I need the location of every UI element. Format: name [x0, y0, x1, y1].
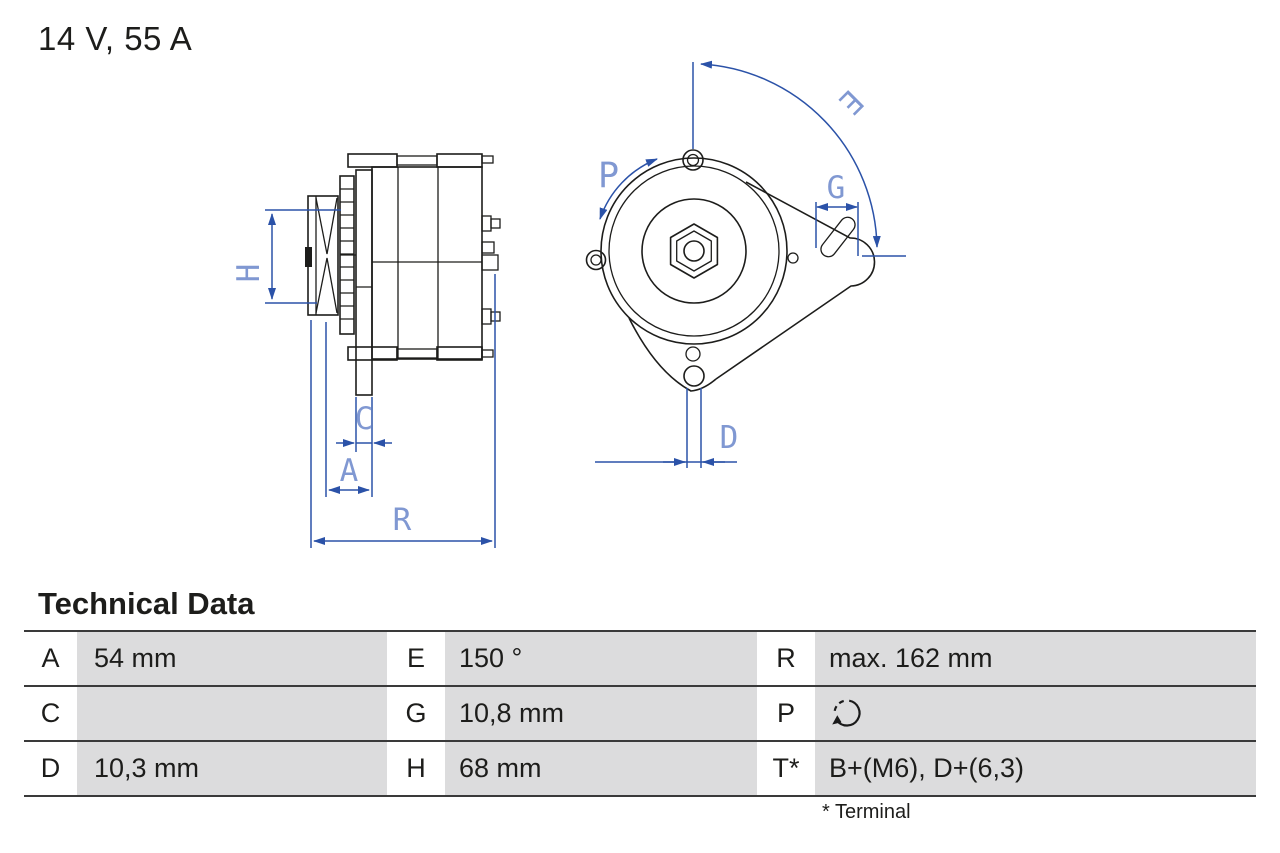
top-lug-hole — [682, 149, 704, 171]
shaft-bore — [683, 240, 705, 262]
alternator-side-view: H C A R — [231, 153, 501, 548]
bottom-mount-hole — [683, 365, 705, 387]
adjusting-bracket — [715, 181, 876, 380]
cell-key-d: D — [24, 742, 77, 795]
housing-outline — [600, 157, 788, 345]
cell-value-t: B+(M6), D+(6,3) — [815, 742, 1256, 795]
dim-label-r: R — [393, 502, 412, 538]
shaft-nut — [669, 223, 719, 279]
technical-data-heading: Technical Data — [38, 586, 255, 621]
cell-value-g: 10,8 mm — [445, 687, 757, 740]
cell-key-e: E — [387, 632, 445, 685]
dim-label-h: H — [231, 264, 267, 283]
technical-drawing: H C A R — [231, 60, 906, 548]
dimension-h: H — [231, 209, 341, 304]
dim-label-p: P — [598, 156, 619, 196]
bottom-mounting-lug — [347, 346, 494, 361]
table-row: A 54 mm E 150 ° R max. 162 mm — [24, 632, 1256, 687]
cell-value-p — [815, 687, 1256, 740]
dimension-c: C — [336, 397, 392, 497]
dimension-a: A — [325, 322, 370, 497]
cell-value-a: 54 mm — [77, 632, 387, 685]
technical-data-table: A 54 mm E 150 ° R max. 162 mm C G 10,8 m… — [24, 630, 1256, 797]
dimension-d: D — [595, 388, 738, 468]
cell-key-p: P — [757, 687, 815, 740]
table-row: C G 10,8 mm P — [24, 687, 1256, 742]
dim-label-a: A — [340, 453, 359, 489]
cell-key-h: H — [387, 742, 445, 795]
left-lug-hole — [585, 249, 607, 271]
cell-key-c: C — [24, 687, 77, 740]
housing-body — [371, 166, 483, 360]
dimension-g: G — [815, 170, 859, 256]
right-hole — [787, 252, 799, 264]
top-mounting-lug — [347, 153, 494, 168]
cell-value-h: 68 mm — [445, 742, 757, 795]
shaft-key — [305, 247, 312, 267]
cell-key-t: T* — [757, 742, 815, 795]
dim-label-c: C — [355, 401, 374, 437]
terminals — [481, 215, 501, 325]
drive-end-bracket — [355, 169, 373, 396]
dim-label-e: E — [831, 82, 870, 121]
cell-value-c — [77, 687, 387, 740]
dim-label-d: D — [720, 420, 739, 456]
bracket-slot — [820, 216, 856, 258]
dimension-r: R — [310, 274, 496, 548]
alternator-front-view: E G P D — [585, 60, 906, 468]
cell-key-g: G — [387, 687, 445, 740]
cell-value-e: 150 ° — [445, 632, 757, 685]
bottom-small-hole — [685, 346, 701, 362]
table-row: D 10,3 mm H 68 mm T* B+(M6), D+(6,3) — [24, 742, 1256, 797]
cell-value-r: max. 162 mm — [815, 632, 1256, 685]
rotation-direction-icon — [832, 699, 861, 727]
cell-key-r: R — [757, 632, 815, 685]
cell-key-a: A — [24, 632, 77, 685]
dimension-p: P — [598, 156, 658, 220]
cell-value-d: 10,3 mm — [77, 742, 387, 795]
dimension-e: E — [692, 60, 906, 257]
dim-label-g: G — [827, 170, 846, 206]
product-spec-title: 14 V, 55 A — [38, 20, 193, 57]
terminal-footnote: * Terminal — [822, 801, 911, 823]
